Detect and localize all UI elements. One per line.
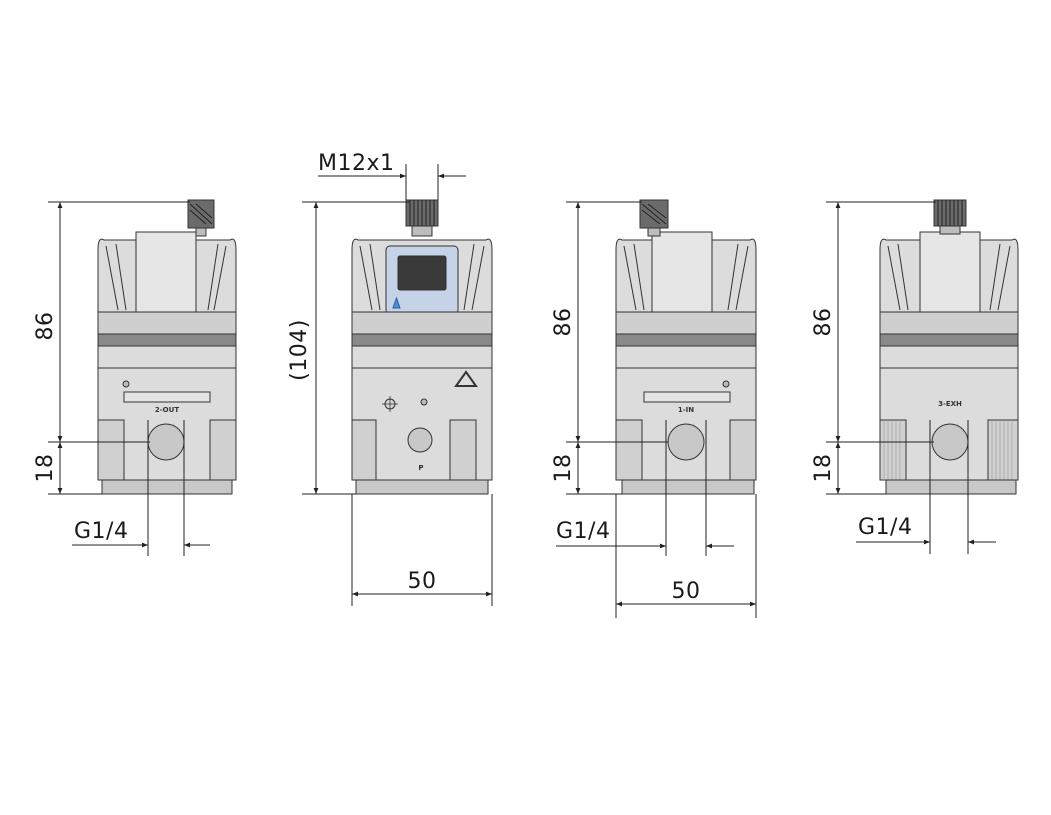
lower-height-dimension: 18 — [811, 454, 836, 483]
view-1-device: 2-OUT — [97, 199, 237, 495]
view-4-device: 3-EXH — [879, 199, 1019, 495]
view-2-dimensions: (104) M12x1 50 — [287, 151, 493, 606]
triangle-logo-icon — [454, 370, 478, 387]
port-label: 2-OUT — [155, 406, 179, 414]
view-3-device: 1-IN — [615, 199, 757, 495]
connector-thread-dimension: M12x1 — [318, 151, 395, 176]
view-1-dimensions: 86 18 G1/4 — [33, 201, 210, 556]
thread-dimension: G1/4 — [74, 519, 128, 544]
thread-dimension: G1/4 — [858, 515, 912, 540]
connector-icon — [933, 199, 967, 235]
view-3-dimensions: 86 18 G1/4 50 — [551, 201, 757, 618]
height-dimension: 86 — [551, 308, 576, 337]
port-label: 3-EXH — [938, 400, 962, 408]
lower-height-dimension: 18 — [33, 454, 58, 483]
height-dimension: 86 — [33, 312, 58, 341]
width-dimension: 50 — [672, 579, 701, 604]
port-label: 1-IN — [678, 406, 694, 414]
port-label: P — [418, 464, 423, 472]
logo-icon — [392, 296, 401, 309]
view-2-device: P — [351, 199, 493, 495]
overall-height-dimension: (104) — [287, 319, 312, 381]
connector-icon — [187, 199, 215, 237]
display-panel — [385, 245, 459, 315]
view-4-dimensions: 86 18 G1/4 — [811, 201, 996, 554]
connector-icon — [405, 199, 439, 237]
lower-height-dimension: 18 — [551, 454, 576, 483]
height-dimension: 86 — [811, 308, 836, 337]
thread-dimension: G1/4 — [556, 519, 610, 544]
connector-icon — [639, 199, 669, 237]
width-dimension: 50 — [408, 569, 437, 594]
